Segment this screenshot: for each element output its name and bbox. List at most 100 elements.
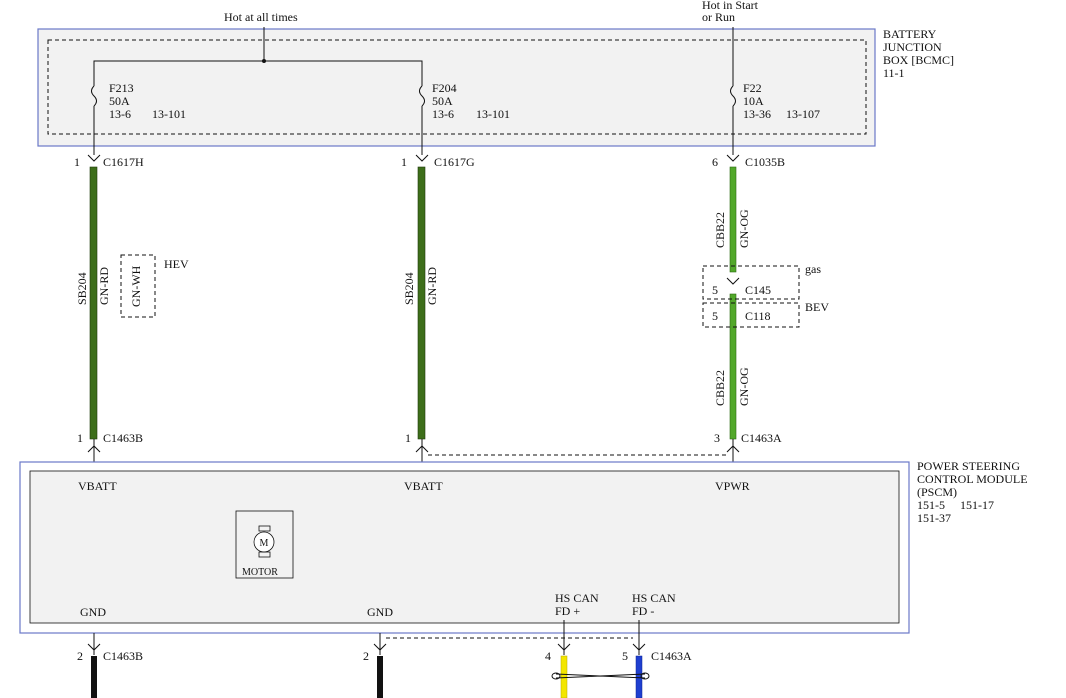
hev-label: HEV (164, 257, 189, 271)
c1463a-top-name: C1463A (741, 431, 782, 445)
connector-can-hi-icon (557, 643, 571, 651)
c1617g-pin: 1 (401, 155, 407, 169)
wire-cbb22-lower (729, 293, 737, 440)
fuse-ref: 13-36 (743, 107, 771, 121)
wire-cbb22-upper-circuit: CBB22 (713, 212, 727, 248)
fuse-ref: 13-101 (152, 107, 186, 121)
wire-can-hi (560, 655, 568, 698)
pscm-pin-can-hi-1: HS CAN (555, 591, 599, 605)
wire-can-lo (635, 655, 643, 698)
connector-c145-icon (726, 277, 740, 285)
fuse-ref: 13-107 (786, 107, 820, 121)
c1035b-name: C1035B (745, 155, 785, 169)
twisted-pair-end (551, 672, 561, 680)
pscm-pin-can-hi-2: FD + (555, 604, 580, 618)
fuse-ref: 13-6 (432, 107, 454, 121)
hot-start-run-label-1: Hot in Start (702, 0, 759, 12)
pscm-title-line: POWER STEERING (917, 459, 1020, 473)
connector-c1463b-bot-icon (87, 643, 101, 651)
pscm-title-line: (PSCM) (917, 485, 957, 499)
wire-sb204-b-color: GN-RD (425, 267, 439, 305)
pscm-pin-gnd-2: GND (367, 605, 393, 619)
fuse-name: F213 (109, 81, 134, 95)
connector-c1617h-icon (87, 154, 101, 162)
fuse-f22-icon (730, 85, 736, 107)
fuse-rating: 10A (743, 94, 764, 108)
c1463b-top-pin: 1 (77, 431, 83, 445)
twisted-pair-end (640, 672, 650, 680)
gas-option-box (702, 265, 800, 300)
bev-label: BEV (805, 300, 829, 314)
bjb-internal-boundary (47, 39, 867, 135)
c1617h-name: C1617H (103, 155, 144, 169)
pscm-ref: 151-5 (917, 498, 945, 512)
c145-pin: 5 (712, 283, 718, 297)
wire-sb204-b (417, 166, 426, 440)
pscm-pin-can-lo-1: HS CAN (632, 591, 676, 605)
c1617h-pin: 1 (74, 155, 80, 169)
twisted-pair-icon (555, 673, 646, 679)
fuse-ref: 13-101 (476, 107, 510, 121)
wire-gnd-2 (377, 656, 383, 698)
wire-sb204-b-circuit: SB204 (402, 272, 416, 305)
wire-cbb22-upper (729, 166, 737, 273)
bjb-title-line: BOX [BCMC] (883, 53, 954, 67)
motor-component: M MOTOR (235, 510, 294, 579)
gnd2-pin: 2 (363, 649, 369, 663)
motor-shaft (258, 525, 271, 532)
pscm-inner (29, 470, 900, 624)
fuse-ref: 13-6 (109, 107, 131, 121)
c1463b-bot-pin: 2 (77, 649, 83, 663)
bjb-title: BATTERY JUNCTION BOX [BCMC] 11-1 (883, 27, 954, 80)
wire-sb204-a-color: GN-RD (97, 267, 111, 305)
c1035b-pin: 6 (712, 155, 718, 169)
bjb-box (37, 28, 876, 147)
c118-name: C118 (745, 309, 771, 323)
pscm-title: POWER STEERING CONTROL MODULE (PSCM) 151… (917, 459, 1028, 525)
wire-sb204-a (89, 166, 98, 440)
c1463a-bot-pin: 5 (622, 649, 628, 663)
wire-cbb22-upper-color: GN-OG (737, 209, 751, 248)
bjb-title-line: BATTERY (883, 27, 937, 41)
pscm-pin-vbatt-1: VBATT (78, 479, 117, 493)
wire-sb204-a-circuit: SB204 (75, 272, 89, 305)
fuse-f204-labels: F204 50A 13-6 13-101 (432, 81, 510, 121)
c1463a-bot-name: C1463A (651, 649, 692, 663)
connector-c1463a-bot-icon (632, 643, 646, 651)
pscm-ref: 151-17 (960, 498, 994, 512)
pscm-ref: 151-37 (917, 511, 951, 525)
pscm-pin-gnd-1: GND (80, 605, 106, 619)
c1463a-top-pin: 3 (714, 431, 720, 445)
c145-name: C145 (745, 283, 771, 297)
fuse-rating: 50A (109, 94, 130, 108)
gas-label: gas (805, 262, 821, 276)
fuse-f213-labels: F213 50A 13-6 13-101 (109, 81, 186, 121)
hev-wire-color: GN-WH (129, 265, 143, 307)
wire-gnd-1 (91, 656, 97, 698)
motor-label: MOTOR (242, 567, 278, 578)
fuse-name: F204 (432, 81, 457, 95)
wire-cbb22-lower-circuit: CBB22 (713, 370, 727, 406)
fuse-f22-labels: F22 10A 13-36 13-107 (743, 81, 820, 121)
hot-start-run-label-2: or Run (702, 10, 735, 24)
c1463b-bot-name: C1463B (103, 649, 143, 663)
c1617g-name: C1617G (434, 155, 475, 169)
bjb-title-line: JUNCTION (883, 40, 942, 54)
bus-line (93, 60, 423, 86)
fuse-f204-icon (419, 85, 425, 107)
pscm-pin-can-lo-2: FD - (632, 604, 654, 618)
connector-c1035b-icon (726, 154, 740, 162)
motor-m-glyph: M (260, 538, 269, 549)
can-hi-pin: 4 (545, 649, 551, 663)
connector-gnd2-icon (373, 643, 387, 651)
c1463-mid-pin: 1 (405, 431, 411, 445)
c118-pin: 5 (712, 309, 718, 323)
hot-all-times-label: Hot at all times (224, 10, 298, 24)
fuse-rating: 50A (432, 94, 453, 108)
bjb-ref: 11-1 (883, 66, 905, 80)
pscm-title-line: CONTROL MODULE (917, 472, 1028, 486)
pscm-pin-vbatt-2: VBATT (404, 479, 443, 493)
pscm-pin-vpwr: VPWR (715, 479, 750, 493)
connector-c1617g-icon (415, 154, 429, 162)
